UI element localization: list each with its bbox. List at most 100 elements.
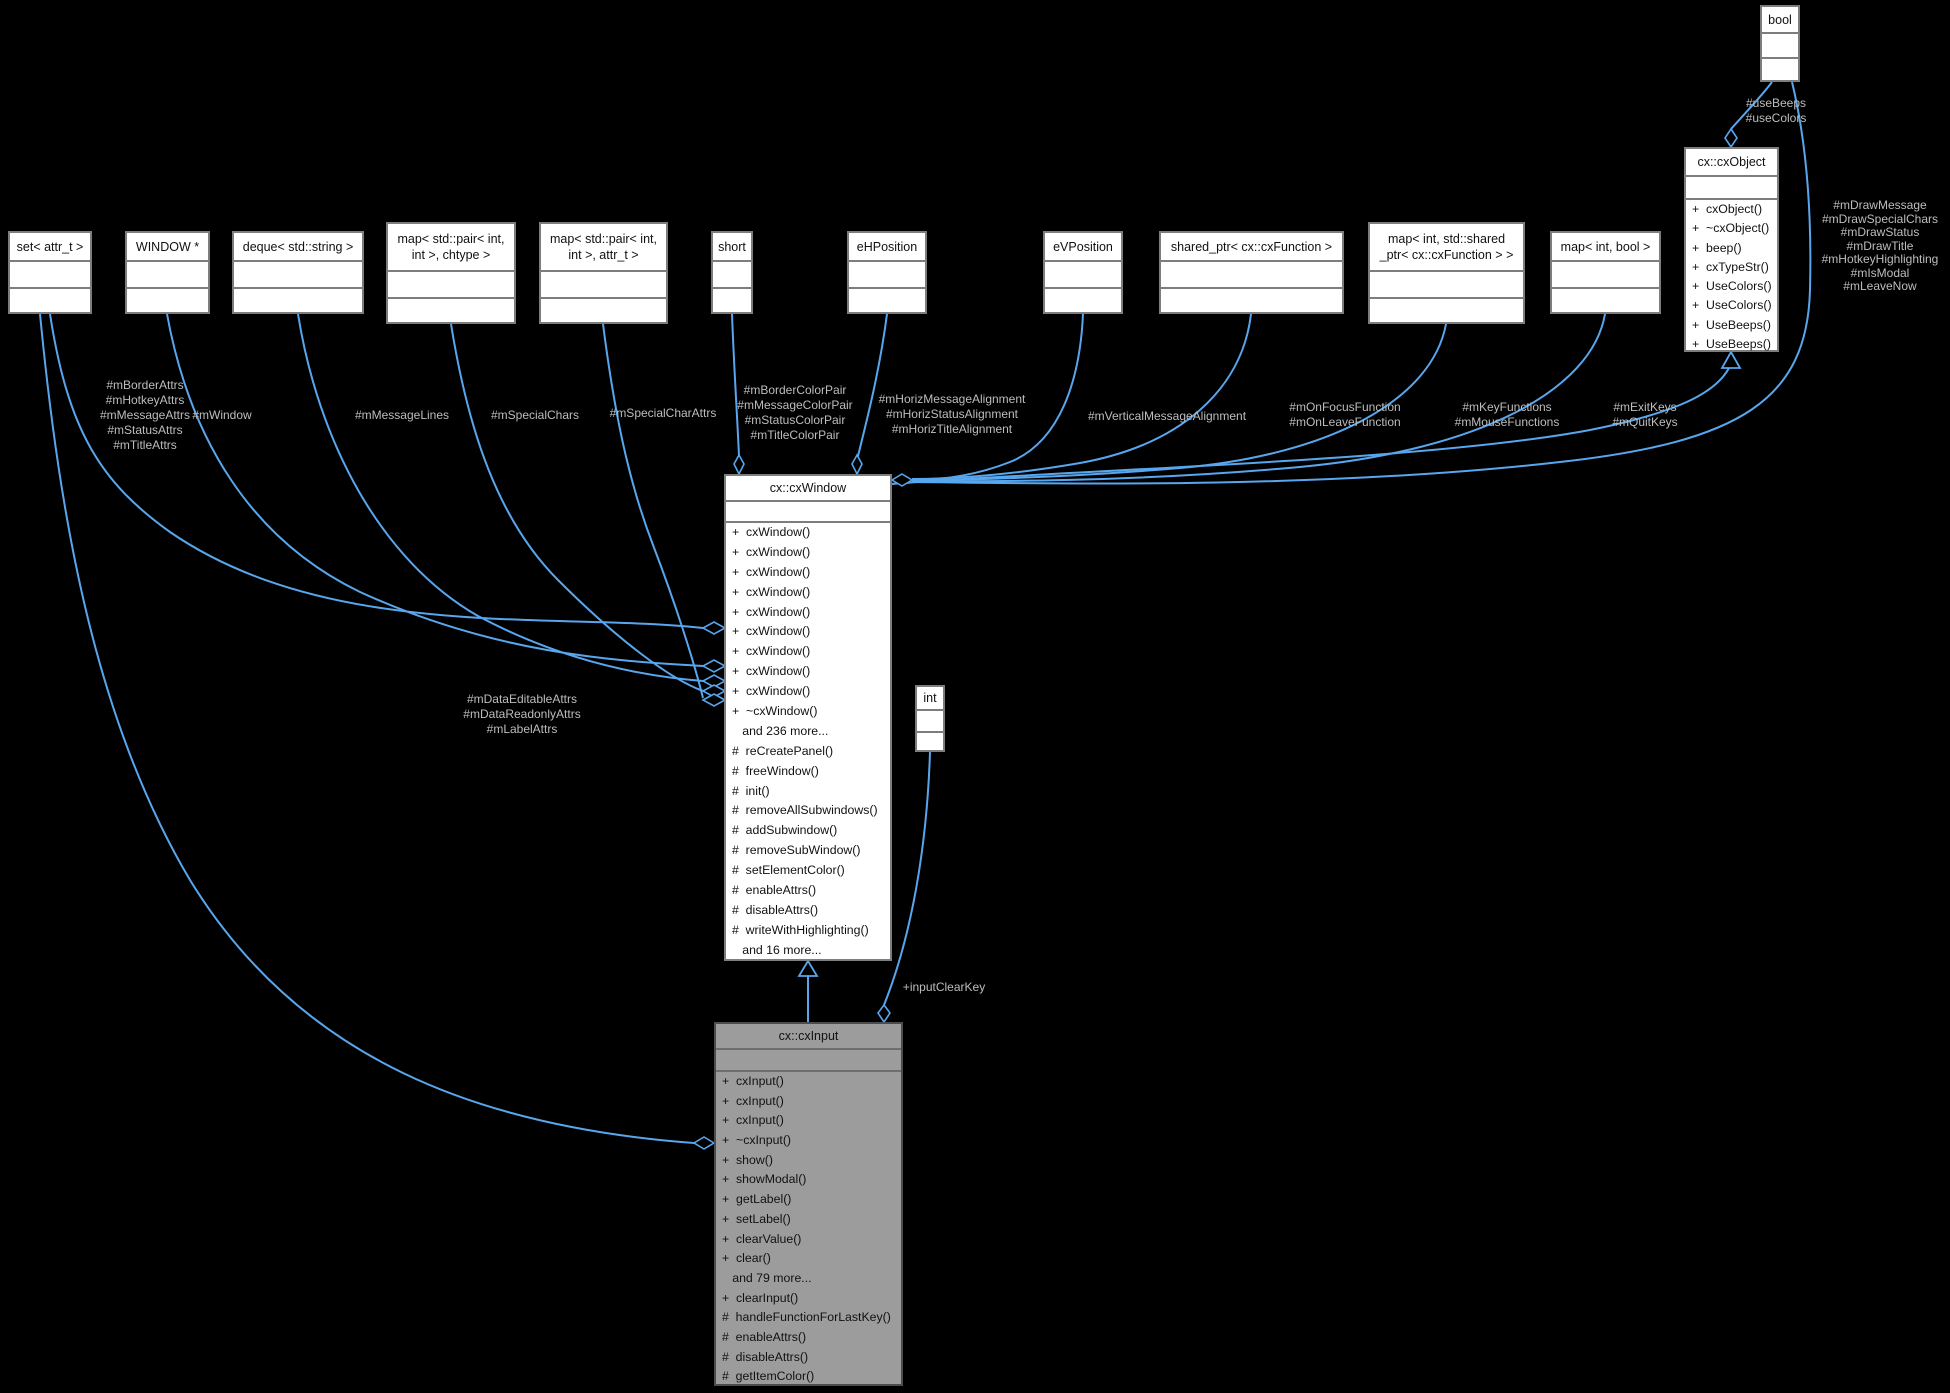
label-line: #mDrawSpecialChars — [1821, 211, 1939, 226]
class-box-map-int-sharedptr[interactable]: map< int, std::shared _ptr< cx::cxFuncti… — [1368, 222, 1525, 324]
edge-label-message-lines: #mMessageLines — [355, 408, 449, 423]
label-line: #mBorderColorPair — [743, 383, 847, 397]
aggregation-diamond — [851, 453, 863, 476]
method-entry: # disableAttrs() — [732, 902, 819, 917]
edge-set-to-cxwindow — [49, 313, 704, 629]
class-box-map-chtype[interactable]: map< std::pair< int, int >, chtype > — [386, 222, 516, 324]
method-entry: + cxTypeStr() — [1692, 259, 1769, 274]
label-line: #mHotkeyHighlighting — [1821, 252, 1939, 266]
method-entry: + ~cxWindow() — [732, 704, 818, 719]
method-entry: # handleFunctionForLastKey() — [722, 1310, 891, 1325]
class-box-short[interactable]: short — [711, 231, 753, 314]
class-box-int[interactable]: int — [915, 685, 945, 752]
class-title: cx::cxInput — [716, 1024, 901, 1050]
aggregation-diamond — [1724, 127, 1738, 149]
method-entry: and 16 more... — [732, 942, 822, 957]
method-entry: + cxObject() — [1692, 202, 1763, 216]
label-line: #mDrawStatus — [1840, 225, 1920, 239]
attributes-compartment — [541, 272, 666, 299]
class-box-set-attr-t[interactable]: set< attr_t > — [8, 231, 92, 314]
method-entry: + UseColors() — [1692, 298, 1772, 313]
attributes-compartment — [1552, 262, 1659, 289]
aggregation-diamond — [701, 684, 727, 698]
label-line: #mKeyFunctions — [1462, 400, 1552, 414]
label-line: #mStatusColorPair — [744, 413, 846, 427]
method-entry: + cxWindow() — [732, 584, 811, 599]
label-line: #mQuitKeys — [1612, 415, 1678, 429]
class-box-ehposition[interactable]: eHPosition — [847, 231, 927, 314]
method-entry: + clearInput() — [722, 1290, 799, 1305]
label-line: #useBeeps — [1745, 96, 1807, 110]
method-entry: + ~cxInput() — [722, 1133, 792, 1148]
label-line: #mOnFocusFunction — [1289, 400, 1401, 414]
label-line: #mVerticalMessageAlignment — [1087, 409, 1247, 423]
attributes-compartment — [726, 502, 890, 523]
method-entry: + cxWindow() — [732, 544, 811, 559]
edge-label-border-attrs: #mBorderAttrs#mHotkeyAttrs#mMessageAttrs… — [100, 378, 190, 453]
label-line: #mHotkeyAttrs — [105, 393, 185, 407]
attributes-compartment — [917, 711, 943, 733]
class-box-bool[interactable]: bool — [1760, 5, 1800, 82]
label-line: #mExitKeys — [1613, 400, 1677, 414]
aggregation-diamond — [733, 453, 745, 476]
attributes-compartment — [10, 262, 90, 289]
class-box-cxinput[interactable]: cx::cxInput + cxInput()+ cxInput()+ cxIn… — [714, 1022, 903, 1386]
method-entry: + cxWindow() — [732, 604, 811, 619]
class-title: map< int, bool > — [1552, 233, 1659, 262]
class-title: shared_ptr< cx::cxFunction > — [1161, 233, 1342, 262]
class-box-map-int-bool[interactable]: map< int, bool > — [1550, 231, 1661, 314]
class-box-sharedptr-cxfunction[interactable]: shared_ptr< cx::cxFunction > — [1159, 231, 1344, 314]
label-line: #mDataEditableAttrs — [466, 692, 578, 706]
methods-compartment — [713, 289, 751, 314]
edge-label-use-flags: #useBeeps#useColors — [1746, 96, 1807, 126]
class-box-map-attr-t[interactable]: map< std::pair< int, int >, attr_t > — [539, 222, 668, 324]
methods-compartment — [388, 299, 514, 324]
label-line: #mHorizTitleAlignment — [891, 422, 1013, 436]
label-line: #mMessageColorPair — [737, 398, 853, 412]
method-entry: # removeSubWindow() — [732, 843, 861, 858]
class-box-cxobject[interactable]: cx::cxObject + cxObject()+ ~cxObject()+ … — [1684, 147, 1779, 352]
method-entry: # getItemColor() — [722, 1369, 815, 1384]
methods-compartment — [127, 289, 208, 314]
method-entry: # writeWithHighlighting() — [732, 922, 869, 937]
class-box-evposition[interactable]: eVPosition — [1043, 231, 1123, 314]
method-entry: # freeWindow() — [732, 763, 819, 778]
label-line: #mStatusAttrs — [107, 423, 183, 437]
method-entry: # addSubwindow() — [732, 823, 838, 838]
method-entry: + clearValue() — [722, 1231, 802, 1246]
method-entry: # enableAttrs() — [722, 1329, 807, 1344]
aggregation-diamond — [692, 1136, 716, 1150]
edge-label-input-clear-key: +inputClearKey — [903, 980, 985, 995]
class-title: eHPosition — [849, 233, 925, 262]
edge-windowptr-to-cxwindow — [166, 313, 704, 667]
edge-label-focus-functions: #mOnFocusFunction#mOnLeaveFunction — [1289, 400, 1400, 430]
edge-label-horiz-alignments: #mHorizMessageAlignment#mHorizStatusAlig… — [879, 392, 1026, 437]
methods-compartment — [234, 289, 362, 314]
method-entry: + cxInput() — [722, 1113, 784, 1128]
attributes-compartment — [713, 262, 751, 289]
class-title: WINDOW * — [127, 233, 208, 262]
method-entry: + cxInput() — [722, 1093, 784, 1108]
class-title: map< int, std::shared _ptr< cx::cxFuncti… — [1370, 224, 1523, 272]
class-box-window-ptr[interactable]: WINDOW * — [125, 231, 210, 314]
aggregation-diamond — [877, 1003, 891, 1024]
method-entry: # setElementColor() — [732, 863, 845, 878]
class-box-cxwindow[interactable]: cx::cxWindow + cxWindow()+ cxWindow()+ c… — [724, 474, 892, 961]
edge-label-draw-flags: #mDrawMessage#mDrawSpecialChars#mDrawSta… — [1821, 198, 1939, 294]
method-entry: + cxWindow() — [732, 644, 811, 659]
method-entry: # reCreatePanel() — [732, 743, 834, 758]
class-title: eVPosition — [1045, 233, 1121, 262]
aggregation-diamond — [701, 659, 727, 673]
edge-label-special-char-attrs: #mSpecialCharAttrs — [610, 406, 717, 421]
class-box-deque-string[interactable]: deque< std::string > — [232, 231, 364, 314]
methods-compartment — [1552, 289, 1659, 314]
method-entry: + show() — [722, 1152, 773, 1167]
method-entry: # disableAttrs() — [722, 1349, 809, 1364]
attributes-compartment — [1370, 272, 1523, 299]
methods-compartment — [1370, 299, 1523, 324]
attributes-compartment — [716, 1050, 901, 1072]
method-entry: # enableAttrs() — [732, 883, 817, 898]
edge-mapattr-to-cxwindow — [602, 323, 704, 699]
inheritance-arrow — [797, 959, 819, 977]
